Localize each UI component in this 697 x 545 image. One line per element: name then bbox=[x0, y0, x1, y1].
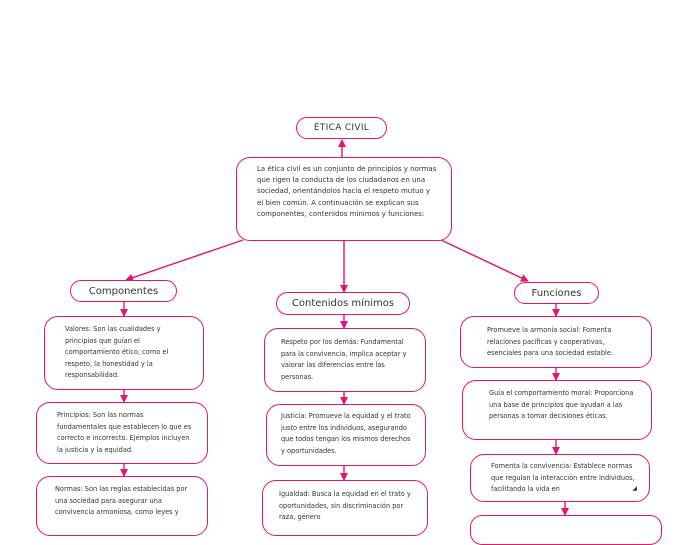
card-respeto-text: Respeto por los demás: Fundamental para … bbox=[281, 338, 407, 381]
card-principios[interactable]: Principios: Son las normas fundamentales… bbox=[36, 402, 208, 464]
header-funciones[interactable]: Funciones bbox=[514, 282, 599, 304]
connector-intro-funciones bbox=[440, 239, 529, 282]
card-comportamiento-moral[interactable]: Guía el comportamiento moral: Proporcion… bbox=[462, 380, 652, 440]
connector-intro-componentes bbox=[125, 239, 244, 282]
card-valores[interactable]: Valores: Son las cualidades y principios… bbox=[44, 316, 204, 390]
header-componentes[interactable]: Componentes bbox=[70, 280, 177, 302]
connector-layer bbox=[120, 139, 569, 516]
card-normas-text: Normas: Son las reglas establecidas por … bbox=[55, 485, 188, 517]
card-respeto[interactable]: Respeto por los demás: Fundamental para … bbox=[264, 328, 426, 392]
card-convivencia[interactable]: Fomenta la convivencia: Establece normas… bbox=[470, 454, 650, 502]
card-comportamiento-text: Guía el comportamiento moral: Proporcion… bbox=[489, 389, 634, 421]
card-igualdad-text: Igualdad: Busca la equidad en el trato y… bbox=[279, 490, 411, 522]
header-contenidos-minimos[interactable]: Contenidos mínimos bbox=[276, 292, 410, 315]
title-text: ÉTICA CIVIL bbox=[313, 123, 370, 133]
card-principios-text: Principios: Son las normas fundamentales… bbox=[57, 411, 192, 454]
card-igualdad[interactable]: Igualdad: Busca la equidad en el trato y… bbox=[262, 480, 428, 536]
card-convivencia-text: Fomenta la convivencia: Establece normas… bbox=[491, 462, 635, 494]
header-contenidos-label: Contenidos mínimos bbox=[291, 298, 395, 309]
card-valores-text: Valores: Son las cualidades y principios… bbox=[65, 325, 169, 380]
card-justicia[interactable]: Justicia: Promueve la equidad y el trato… bbox=[266, 404, 426, 466]
header-componentes-label: Componentes bbox=[88, 285, 159, 297]
card-normas[interactable]: Normas: Son las reglas establecidas por … bbox=[36, 476, 208, 536]
card-armonia-social[interactable]: Promueve la armonía social: Fomenta rela… bbox=[460, 316, 652, 368]
header-funciones-label: Funciones bbox=[531, 287, 582, 299]
intro-node[interactable]: La ética civil es un conjunto de princip… bbox=[236, 157, 452, 241]
card-justicia-text: Justicia: Promueve la equidad y el trato… bbox=[281, 412, 411, 455]
title-node[interactable]: ÉTICA CIVIL bbox=[296, 117, 387, 139]
resize-handle-icon[interactable]: ◢ bbox=[632, 485, 637, 493]
card-armonia-text: Promueve la armonía social: Fomenta rela… bbox=[487, 326, 613, 358]
intro-text: La ética civil es un conjunto de princip… bbox=[257, 165, 437, 218]
